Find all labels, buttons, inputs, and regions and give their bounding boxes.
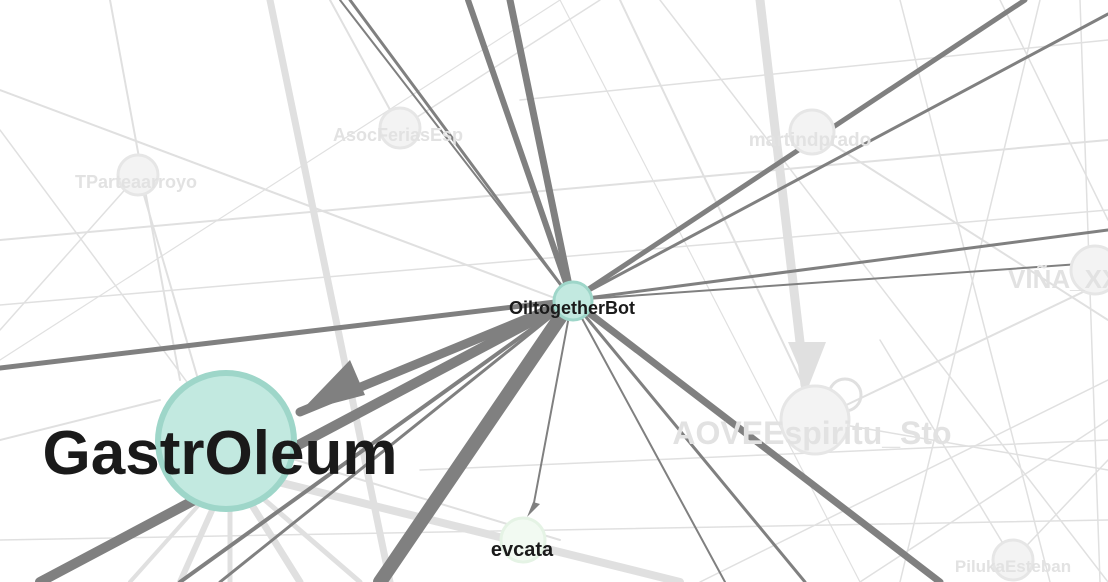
node-label: evcata bbox=[491, 539, 554, 561]
node-label: TParteaarroyo bbox=[75, 172, 197, 192]
node-circle[interactable] bbox=[155, 370, 297, 512]
node-label: martindprado bbox=[749, 130, 871, 151]
node-circle[interactable] bbox=[116, 153, 160, 197]
node-pilukaesteban[interactable]: PilukaEsteban bbox=[955, 538, 1071, 582]
node-gastroleum[interactable]: GastrOleum bbox=[43, 370, 398, 512]
node-label: OiltogetherBot bbox=[509, 298, 635, 318]
node-label: PilukaEsteban bbox=[955, 557, 1071, 576]
node-label: VIÑA_XX bbox=[1008, 264, 1108, 294]
edge-arrowhead-gastroleum bbox=[300, 360, 365, 412]
node-asocferiasesp[interactable]: AsocFeriasEsp bbox=[333, 106, 463, 150]
faded-arrowhead bbox=[788, 342, 826, 388]
node-circle[interactable] bbox=[378, 106, 422, 150]
node-circle[interactable] bbox=[788, 108, 836, 156]
edge-arrowhead-evcata bbox=[527, 502, 540, 517]
node-aove-espiritu-sto[interactable]: AOVEEspiritu_Sto bbox=[672, 384, 952, 456]
node-circle[interactable] bbox=[499, 516, 547, 564]
node-oiltogetherbot[interactable]: OiltogetherBot bbox=[509, 280, 635, 322]
node-label: AsocFeriasEsp bbox=[333, 125, 463, 145]
node-label: AOVEEspiritu_Sto bbox=[672, 415, 951, 451]
node-circle[interactable] bbox=[991, 538, 1035, 582]
node-circle[interactable] bbox=[1069, 244, 1108, 296]
node-tparteaarroyo[interactable]: TParteaarroyo bbox=[75, 153, 197, 197]
node-vina-xx[interactable]: VIÑA_XX bbox=[1008, 244, 1108, 296]
node-circle[interactable] bbox=[779, 384, 851, 456]
node-martindprado[interactable]: martindprado bbox=[749, 108, 871, 156]
node-label: GastrOleum bbox=[43, 419, 398, 488]
node-evcata[interactable]: evcata bbox=[491, 516, 554, 564]
node-circle[interactable] bbox=[552, 280, 594, 322]
